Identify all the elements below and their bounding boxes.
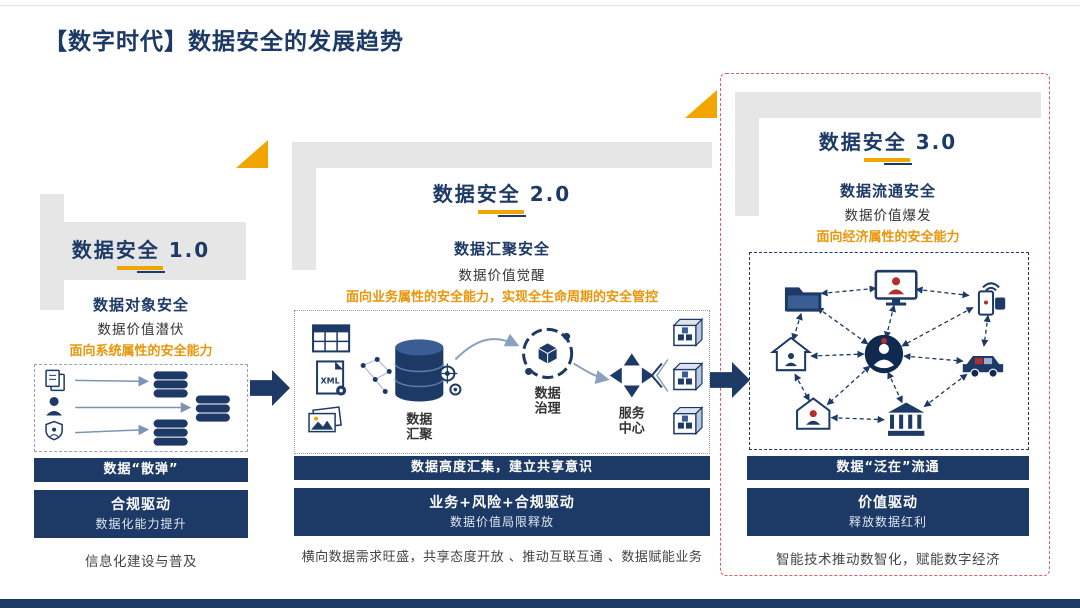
home-user-icon <box>796 397 831 430</box>
stage-3-highlight: 面向经济属性的安全能力 <box>816 230 960 245</box>
slide-title: 【数字时代】数据安全的发展趋势 <box>44 29 404 55</box>
stage-3-banner-bottom-line2: 释放数据红利 <box>848 515 927 529</box>
stage-3: 数据安全 3.0 数据流通安全 数据价值爆发 面向经济属性的安全能力 <box>685 82 1041 582</box>
stage-1-title-underline <box>117 266 165 273</box>
network-links <box>791 285 991 424</box>
stage-3-heading: 数据流通安全 <box>839 182 936 200</box>
svg-text:数据: 数据 <box>406 412 432 428</box>
stage-2-banner-top: 数据高度汇集，建立共享意识 <box>294 456 710 480</box>
stage-1-banner-bottom: 合规驱动 数据化能力提升 <box>34 490 248 538</box>
stage-2-caption: 横向数据需求旺盛，共享态度开放 、推动互联互通 、数据赋能业务 <box>301 550 703 565</box>
footer-bar <box>0 599 1080 608</box>
service-arrows-icon <box>609 353 654 398</box>
table-icon <box>312 324 351 353</box>
user-icon <box>46 396 63 416</box>
car-icon <box>962 356 1004 378</box>
svg-text:治理: 治理 <box>535 401 561 417</box>
shield-user-icon <box>45 420 63 441</box>
stage-3-red-outline <box>720 73 1050 576</box>
images-icon <box>308 406 342 433</box>
stage-3-diagram-svg <box>769 269 1006 436</box>
stage-2-banner-bottom-line1: 业务+风险+合规驱动 <box>429 495 575 511</box>
stage-2-banner-bottom-line2: 数据价值局限释放 <box>449 515 554 529</box>
stage-2-diagram-svg: XML <box>308 317 704 443</box>
stage-3-diagram <box>749 252 1029 450</box>
database-stack-icon <box>153 371 188 398</box>
svg-text:服务: 服务 <box>619 406 646 422</box>
svg-text:数据: 数据 <box>535 386 561 402</box>
cube-icon <box>672 406 704 436</box>
stage-1-heading: 数据对象安全 <box>92 296 189 314</box>
stage-2-subheading: 数据价值觉醒 <box>458 268 546 284</box>
stage-3-flag-band <box>735 92 1041 118</box>
stage-1-banner-bottom-line2: 数据化能力提升 <box>95 517 187 531</box>
data-points-icon <box>360 356 392 395</box>
stage-1-diagram <box>34 364 248 452</box>
chevron-left-icon <box>655 359 669 392</box>
svg-text:XML: XML <box>320 377 339 386</box>
stage-1-title: 数据安全 1.0 <box>71 238 211 262</box>
stage-2-banner-bottom: 业务+风险+合规驱动 数据价值局限释放 <box>294 488 710 536</box>
stage-3-banner-top: 数据“泛在”流通 <box>747 456 1029 480</box>
stage-3-title: 数据安全 3.0 <box>818 130 958 154</box>
stage-2-heading: 数据汇聚安全 <box>453 240 550 258</box>
stage-1-caption: 信息化建设与普及 <box>85 554 197 570</box>
folder-icon <box>784 287 822 312</box>
top-rule <box>0 5 1080 6</box>
database-icon <box>394 339 445 402</box>
svg-text:汇聚: 汇聚 <box>406 428 433 443</box>
xml-file-icon: XML <box>316 360 347 396</box>
home-icon <box>769 336 813 372</box>
stage-2-title: 数据安全 2.0 <box>432 182 572 206</box>
stage-3-triangle-accent <box>685 90 717 118</box>
stage-3-banner-bottom: 价值驱动 释放数据红利 <box>747 488 1029 536</box>
database-stack-icon <box>195 395 230 422</box>
stage-3-subheading: 数据价值爆发 <box>844 208 932 224</box>
stage-2-flag-band <box>292 142 712 168</box>
cube-icon <box>672 362 704 391</box>
stage-1-banner-bottom-line1: 合规驱动 <box>111 497 171 513</box>
stage-3-title-underline <box>864 158 912 165</box>
document-icon <box>45 369 65 392</box>
stage-1: 数据安全 1.0 数据对象安全 数据价值潜伏 面向系统属性的安全能力 <box>34 192 248 592</box>
stage-3-banner-bottom-line1: 价值驱动 <box>858 495 918 511</box>
stage-2-highlight: 面向业务属性的安全能力，实现全生命周期的安全管控 <box>345 290 658 305</box>
hub-user-icon <box>864 334 904 374</box>
stage-2-flag-stripe <box>292 142 316 270</box>
database-stack-icon <box>153 419 188 446</box>
stage-1-subheading: 数据价值潜伏 <box>97 322 185 338</box>
monitor-user-icon <box>874 269 918 306</box>
stage-3-caption: 智能技术推动数智化，赋能数字经济 <box>776 552 1000 568</box>
stage-3-flag-stripe <box>735 92 759 216</box>
stage-1-banner-top: 数据“散弹” <box>34 458 248 482</box>
stage-1-highlight: 面向系统属性的安全能力 <box>69 344 213 359</box>
stage-2-title-underline <box>478 210 526 217</box>
stage-2: 数据安全 2.0 数据汇聚安全 数据价值觉醒 面向业务属性的安全能力，实现全生命… <box>236 140 712 584</box>
stage-2-triangle-accent <box>236 140 268 168</box>
svg-text:中心: 中心 <box>619 421 645 437</box>
smart-devices-icon <box>977 282 1006 316</box>
chevron-left-icon <box>650 362 663 389</box>
stage-1-flag-band <box>40 222 246 280</box>
bank-icon <box>887 402 925 436</box>
flow-arrow-1 <box>250 370 290 406</box>
governance-icon <box>522 327 574 379</box>
gear-icon <box>437 363 462 396</box>
cube-icon <box>672 317 704 347</box>
stage-1-diagram-svg <box>45 369 230 446</box>
stage-2-diagram: XML <box>294 310 710 454</box>
